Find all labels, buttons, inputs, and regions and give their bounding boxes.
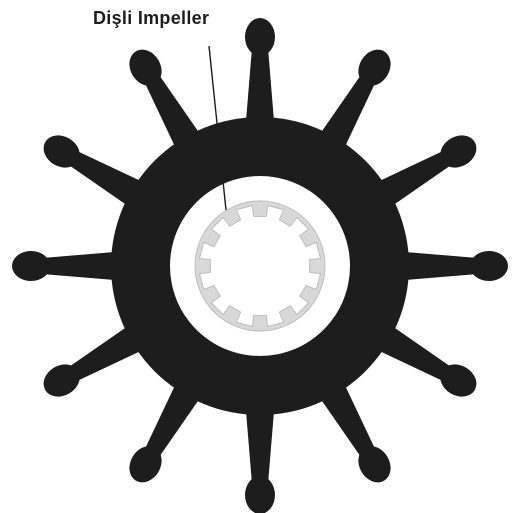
blade-tip	[358, 446, 391, 483]
blade-tip	[440, 364, 477, 397]
blade-tip	[43, 135, 80, 168]
blade-tip	[440, 135, 477, 168]
blade-tip	[129, 446, 162, 483]
blade-tip	[245, 18, 275, 56]
callout-label: Dişli Impeller	[93, 8, 210, 28]
blade-tip	[245, 476, 275, 513]
spline-insert	[194, 200, 326, 332]
callout-leader-line	[208, 45, 227, 211]
blade-tip	[43, 364, 80, 397]
blade-tip	[129, 49, 162, 86]
blade-tip	[470, 251, 508, 281]
blade-tip	[12, 251, 50, 281]
blade-tip	[358, 49, 391, 86]
